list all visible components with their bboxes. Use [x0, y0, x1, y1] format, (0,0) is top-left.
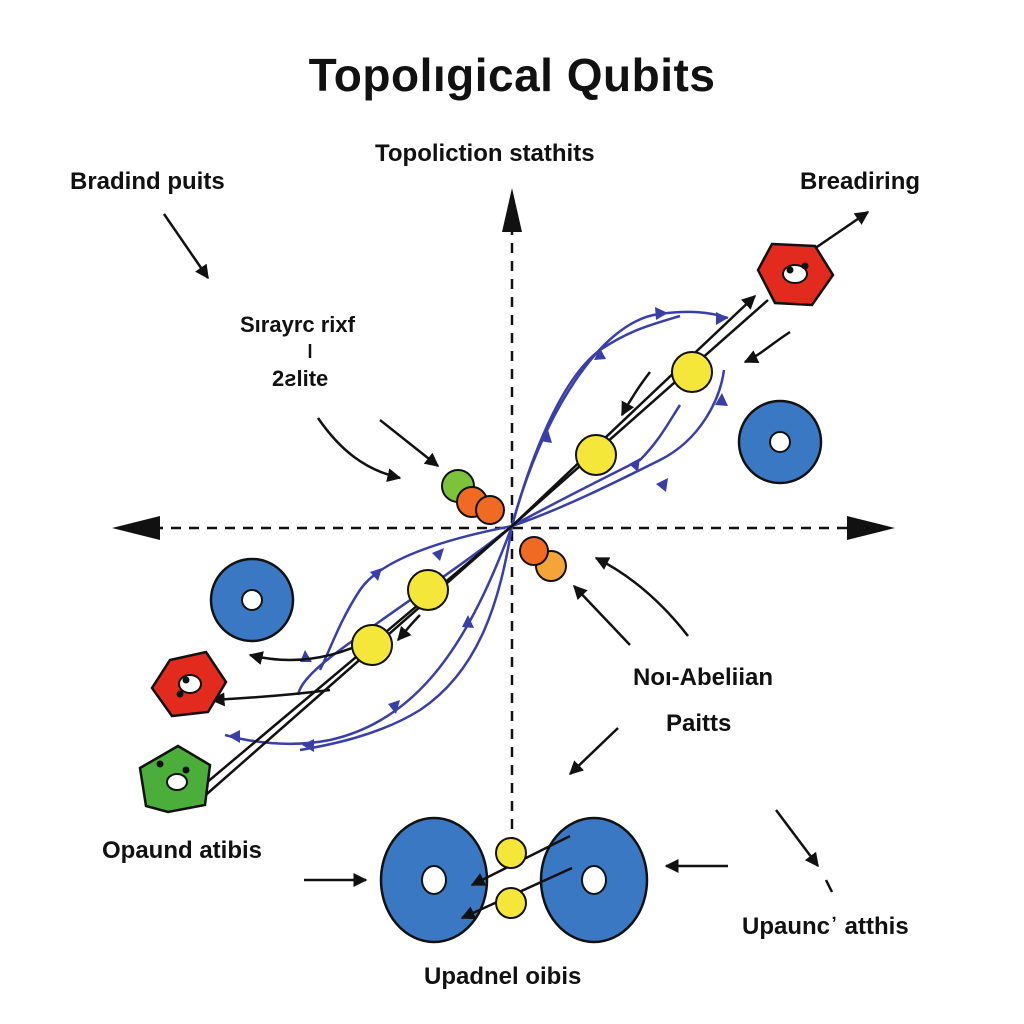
hexagon-hole — [178, 674, 202, 694]
hexagon-dot — [182, 676, 190, 684]
central-anyon-cluster — [441, 469, 567, 582]
braid-arrow-icon — [716, 312, 728, 325]
braid-line — [511, 369, 726, 528]
green-hexagon-lower — [138, 744, 212, 814]
yellow-anyons — [351, 351, 713, 666]
worldline — [397, 614, 421, 642]
hexagon-dot — [182, 766, 190, 774]
label-upper-left: Bradind puits — [70, 168, 225, 195]
braid-arrow-icon — [540, 430, 552, 443]
label-left-note-line1: Sırayrc rixf — [240, 312, 355, 337]
red-hexagon-lower — [150, 650, 228, 718]
braid-arrow-icon — [594, 348, 606, 360]
torus-hole — [769, 431, 791, 453]
bottom-torus-pair — [379, 816, 649, 944]
braid-arrow-icon — [655, 307, 668, 320]
label-top-axis: Topoliction stathits — [375, 140, 595, 167]
arrow-icon — [573, 584, 631, 646]
diagonal-worldlines — [179, 210, 870, 806]
braid-line — [299, 525, 514, 752]
braid-lines — [224, 310, 729, 752]
label-left-note-line2: 2ƨlite — [272, 366, 329, 391]
braid-line — [224, 525, 514, 746]
arrow-icon — [568, 727, 619, 775]
worldline — [199, 525, 513, 801]
arrow-icon — [379, 419, 440, 467]
axis-arrow-right-icon — [847, 516, 895, 540]
yellow-anyon — [495, 887, 527, 919]
yellow-anyon — [351, 624, 393, 666]
orange-anyon — [519, 536, 549, 566]
annotation-arrows — [162, 213, 834, 893]
braid-line — [318, 524, 513, 671]
worldline — [743, 330, 791, 364]
worldline — [511, 299, 769, 527]
braid-arrow-icon — [388, 700, 400, 714]
arrow-icon — [316, 417, 402, 483]
label-lower-left: Opaund atibis — [102, 837, 263, 864]
worldline — [620, 371, 651, 417]
yellow-anyon — [671, 351, 713, 393]
hexagon-dot — [176, 690, 184, 698]
axis-arrow-up-icon — [502, 188, 522, 232]
label-right-mid-line2: Paitts — [666, 710, 732, 737]
label-bottom: Upadnel oibis — [424, 963, 582, 990]
braid-arrow-icon — [370, 568, 382, 581]
braid-line — [510, 314, 681, 527]
torus-hole — [421, 865, 447, 895]
braid-arrow-icon — [302, 739, 314, 752]
torus-hole — [241, 589, 263, 611]
braid-arrow-icon — [656, 478, 668, 492]
hexagon-hole — [166, 773, 188, 791]
braid-arrowheads — [228, 307, 728, 752]
torus-hole — [581, 865, 607, 895]
arrow-icon — [594, 556, 689, 637]
braid-arrow-icon — [462, 615, 474, 628]
axis-arrow-left-icon — [112, 516, 160, 540]
yellow-anyon — [575, 434, 617, 476]
label-right-mid-line1: Noı-Abeliian — [633, 664, 774, 691]
hexagon-dot — [156, 760, 164, 768]
hexagon-dot — [801, 262, 809, 270]
label-upper-right: Breadiring — [800, 168, 921, 195]
yellow-anyon — [407, 569, 449, 611]
orange-anyon — [475, 495, 505, 525]
arrow-icon — [162, 213, 210, 280]
diagram-title: Topolıgical Qubits — [308, 49, 716, 101]
arrow-icon — [775, 809, 819, 868]
worldline — [210, 688, 331, 707]
connector-tick — [824, 879, 834, 893]
braid-arrow-icon — [432, 548, 444, 561]
label-lower-right: Upaunc᾽ atthis — [742, 913, 909, 940]
braid-arrow-icon — [715, 393, 728, 406]
yellow-anyon — [495, 837, 527, 869]
blue-torus-right — [737, 399, 823, 485]
worldline — [179, 525, 513, 806]
braid-arrow-icon — [228, 730, 240, 743]
braid-arrow-icon — [629, 458, 640, 472]
red-hexagon-upper — [756, 242, 835, 307]
hexagon-dot — [786, 266, 794, 274]
blue-torus-left — [209, 557, 295, 643]
